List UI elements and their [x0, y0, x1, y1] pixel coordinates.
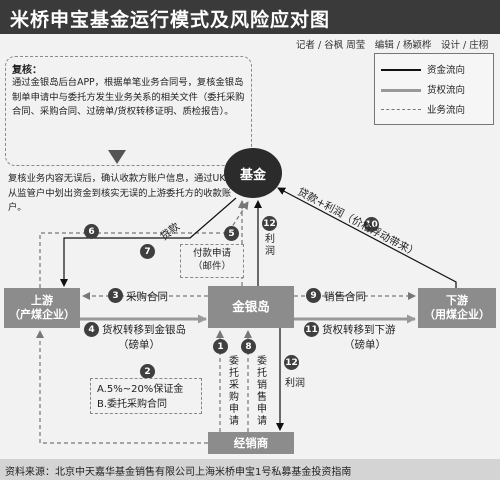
step-1-number: 1 — [213, 339, 228, 354]
legend: 资金流向 货权流向 业务流向 — [374, 53, 494, 125]
step-12a-number: 12 — [262, 216, 277, 231]
step-7-number: 7 — [140, 244, 155, 259]
step-1-label: 委托采购申请 — [229, 356, 239, 427]
node-sub: （用煤企业） — [424, 308, 490, 321]
step-10-number: 10 — [364, 217, 379, 232]
payment-request-line2: （邮件） — [192, 261, 231, 272]
step-8-label: 委托销售申请 — [257, 356, 267, 427]
step-9-number: 9 — [306, 288, 321, 303]
footer-bar — [0, 459, 500, 480]
legend-label: 业务流向 — [427, 105, 466, 116]
flow-7-line — [60, 197, 237, 287]
legend-thick-line — [381, 89, 421, 92]
step-11-sub: （磅单） — [344, 339, 386, 351]
step-3-label: 采购合同 — [126, 291, 168, 303]
flow-6-line — [39, 201, 249, 288]
legend-label: 货权流向 — [427, 85, 466, 96]
margin-deposit-box: A.5%~20%保证金 B.委托采购合同 — [90, 378, 202, 414]
legend-item-money: 资金流向 — [381, 61, 489, 77]
step-9-label: 销售合同 — [324, 291, 366, 303]
title-bar — [0, 0, 500, 34]
step-4-sub: （磅单） — [118, 339, 160, 351]
legend-solid-line — [381, 69, 421, 71]
step-12b-number: 12 — [284, 355, 299, 370]
fund-node: 基金 — [224, 148, 282, 198]
page-title: 米桥申宝基金运行模式及风险应对图 — [10, 9, 331, 31]
review-box: 复核： 通过金银岛后台APP，根据单笔业务合同号，复核金银岛制单申请中与委托方发… — [5, 56, 252, 166]
margin-line1: A.5%~20%保证金 — [97, 384, 184, 395]
jinyindao-node: 金银岛 — [208, 286, 294, 328]
margin-line2: B.委托采购合同 — [97, 399, 168, 410]
step-12b-label: 利润 — [285, 378, 305, 389]
step-3-number: 3 — [108, 288, 123, 303]
step-5-number: 5 — [224, 226, 239, 241]
upstream-node: 上游 （产煤企业） — [4, 288, 80, 328]
credits: 记者 / 谷枫 周莹 编辑 / 杨颖桦 设计 / 庄栩 — [296, 40, 489, 51]
down-arrow-icon — [108, 150, 126, 164]
dealer-node: 经销商 — [208, 432, 294, 454]
legend-dashed-line — [381, 109, 421, 110]
flow-2-line — [36, 330, 208, 444]
step-8-number: 8 — [241, 339, 256, 354]
node-sub: （产煤企业） — [9, 308, 75, 321]
node-name: 下游 — [446, 294, 468, 307]
step-2-number: 2 — [140, 364, 155, 379]
payment-request-box: 付款申请 （邮件） — [180, 244, 244, 278]
review-heading: 复核： — [12, 65, 42, 76]
step-4-number: 4 — [84, 322, 99, 337]
confirm-text: 复核业务内容无误后，确认收款方账户信息，通过UKEY从监管户中划出资金到核实无误… — [8, 173, 237, 214]
flow-10-line — [277, 187, 457, 288]
step-6-number: 6 — [84, 224, 99, 239]
legend-item-business: 业务流向 — [381, 101, 489, 117]
payment-request-line1: 付款申请 — [192, 248, 231, 259]
legend-label: 资金流向 — [427, 65, 466, 76]
review-body: 通过金银岛后台APP，根据单笔业务合同号，复核金银岛制单申请中与委托方发生业务关… — [12, 77, 245, 118]
legend-item-goods: 货权流向 — [381, 81, 489, 97]
downstream-node: 下游 （用煤企业） — [418, 288, 496, 328]
step-4-label: 货权转移到金银岛 — [102, 324, 186, 336]
step-11-number: 11 — [304, 322, 319, 337]
node-name: 上游 — [31, 294, 53, 307]
step-12a-label: 利润 — [265, 234, 275, 257]
source-note: 资料来源：北京中天嘉华基金销售有限公司上海米桥申宝1号私募基金投资指南 — [5, 467, 352, 478]
step-11-label: 货权转移到下游 — [322, 324, 396, 336]
